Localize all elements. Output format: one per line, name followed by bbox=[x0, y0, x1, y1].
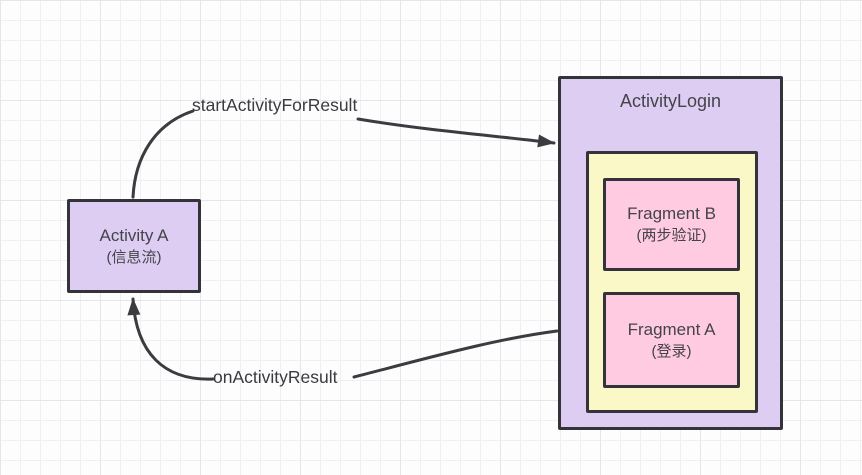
edge-on-activity-result-right-segment bbox=[352, 329, 559, 379]
activity-a-title: Activity A bbox=[99, 225, 169, 245]
fragment-container: Fragment B (两步验证) Fragment A (登录) bbox=[586, 151, 758, 413]
edge-start-activity-right-segment bbox=[356, 117, 556, 148]
fragment-b-node: Fragment B (两步验证) bbox=[603, 178, 740, 271]
edge-start-activity-left-segment bbox=[131, 109, 195, 199]
fragment-a-node: Fragment A (登录) bbox=[603, 292, 740, 388]
fragment-b-title: Fragment B bbox=[627, 204, 716, 224]
fragment-b-subtitle: (两步验证) bbox=[636, 227, 707, 245]
fragment-a-title: Fragment A bbox=[627, 319, 716, 339]
activity-login-node: ActivityLogin Fragment B (两步验证) Fragment… bbox=[558, 76, 783, 430]
edge-on-activity-result-label: onActivityResult bbox=[213, 367, 338, 387]
fragment-a-subtitle: (登录) bbox=[651, 342, 692, 360]
activity-a-subtitle: (信息流) bbox=[106, 248, 162, 266]
activity-login-title: ActivityLogin bbox=[619, 91, 722, 111]
activity-a-node: Activity A (信息流) bbox=[67, 199, 201, 293]
edge-start-activity-label: startActivityForResult bbox=[192, 95, 358, 115]
edge-on-activity-result-left-segment bbox=[127, 297, 215, 381]
